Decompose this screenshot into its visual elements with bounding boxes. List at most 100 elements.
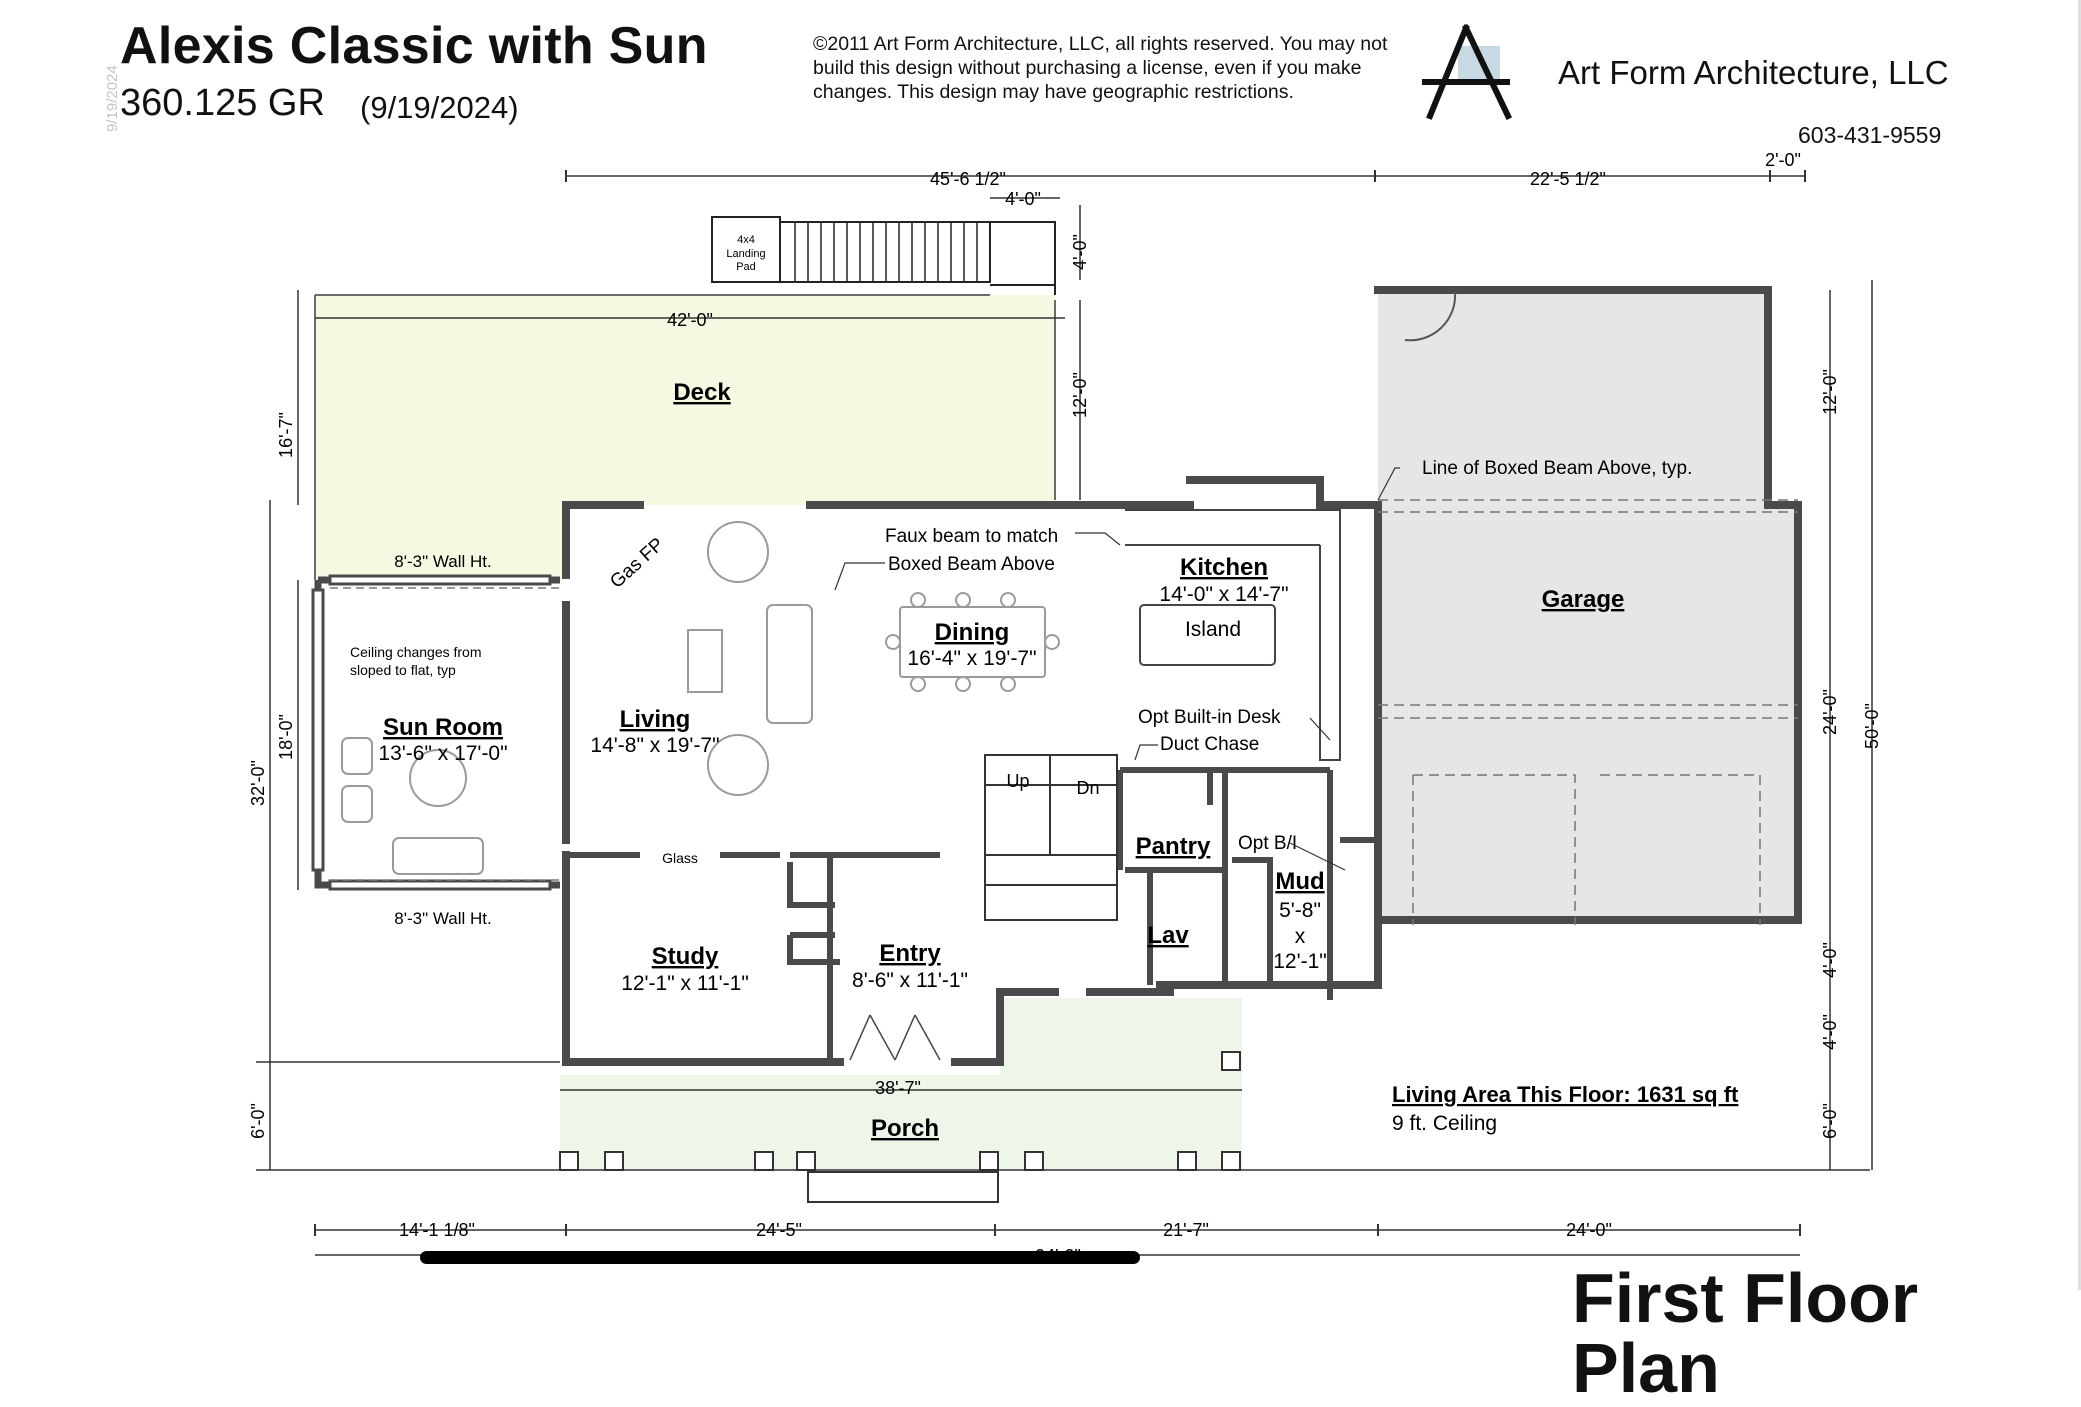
deck-stair bbox=[711, 216, 1056, 295]
entry-size: 8'-6" x 11'-1" bbox=[852, 969, 968, 992]
dim-bottom-1: 14'-1 1/8" bbox=[399, 1220, 475, 1240]
garage-door-swing bbox=[1404, 291, 1457, 342]
study-label: Study bbox=[652, 943, 719, 970]
plan-notes: Gas FP 8'-3" Wall Ht. 8'-3" Wall Ht. Cei… bbox=[350, 458, 1739, 1135]
firm-name: Art Form Architecture, LLC bbox=[1558, 54, 1949, 91]
plan-number: 360.125 GR bbox=[120, 82, 325, 124]
dim-garage-b3: 6'-0" bbox=[1820, 1103, 1840, 1139]
copyright-notice: ©2011 Art Form Architecture, LLC, all ri… bbox=[813, 32, 1433, 104]
dining-size: 16'-4" x 19'-7" bbox=[907, 647, 1036, 670]
dim-deck-width: 42'-0" bbox=[667, 310, 713, 330]
sunroom-size: 13'-6" x 17'-0" bbox=[378, 742, 507, 765]
gas-fp-note: Gas FP bbox=[606, 534, 668, 593]
sunroom-label: Sun Room bbox=[383, 714, 503, 741]
kitchen-size: 14'-0" x 14'-7" bbox=[1159, 583, 1288, 606]
dim-garage-mid: 24'-0" bbox=[1820, 689, 1840, 735]
dim-bottom-3: 21'-7" bbox=[1163, 1220, 1209, 1240]
deck-label: Deck bbox=[673, 379, 731, 406]
garage-beam-lines bbox=[1378, 499, 1798, 925]
island-label: Island bbox=[1185, 618, 1241, 641]
firm-phone: 603-431-9559 bbox=[1798, 122, 1942, 148]
copyright-line: changes. This design may have geographic… bbox=[813, 81, 1294, 103]
floor-plan-sheet: 9/19/2024 Alexis Classic with Sun 360.12… bbox=[104, 0, 2081, 1407]
dim-porch-width: 38'-7" bbox=[875, 1078, 921, 1098]
dim-stair-width: 4'-0" bbox=[1005, 189, 1041, 209]
wall-height-top: 8'-3" Wall Ht. bbox=[394, 552, 491, 571]
landing-pad-label: 4x4 bbox=[737, 234, 755, 246]
dim-left-total: 32'-0" bbox=[248, 760, 268, 806]
sunroom-windows bbox=[311, 574, 552, 891]
dim-deck-left: 16'-7" bbox=[276, 412, 296, 458]
living-furniture bbox=[687, 521, 813, 796]
living-label: Living bbox=[620, 706, 691, 733]
opt-bi-note: Opt B/I bbox=[1238, 833, 1297, 854]
dim-sunroom-depth: 18'-0" bbox=[276, 714, 296, 760]
opt-desk-note: Opt Built-in Desk bbox=[1138, 707, 1281, 728]
boxed-beam-note: Boxed Beam Above bbox=[888, 554, 1055, 575]
plan-title: Alexis Classic with Sun bbox=[120, 17, 708, 75]
exterior-walls bbox=[562, 286, 1802, 1066]
mud-size: 12'-1" bbox=[1273, 950, 1327, 973]
dim-garage-b2: 4'-0" bbox=[1820, 1014, 1840, 1050]
ceiling-note: Ceiling changes from bbox=[350, 644, 482, 660]
dining-label: Dining bbox=[935, 619, 1010, 646]
ceiling-note: sloped to flat, typ bbox=[350, 662, 456, 678]
dim-bottom-2: 24'-5" bbox=[756, 1220, 802, 1240]
leader-lines bbox=[834, 467, 1400, 871]
main-stairs bbox=[984, 754, 1118, 921]
dim-top-garage: 22'-5 1/2" bbox=[1530, 169, 1606, 189]
pantry-label: Pantry bbox=[1136, 833, 1211, 860]
living-size: 14'-8" x 19'-7" bbox=[590, 734, 719, 757]
sunroom-furniture bbox=[341, 737, 484, 875]
floor-plan: 4x4 Landing Pad bbox=[248, 150, 1882, 1266]
garage-area bbox=[1378, 290, 1798, 920]
faux-beam-note: Faux beam to match bbox=[885, 526, 1058, 547]
copyright-line: ©2011 Art Form Architecture, LLC, all ri… bbox=[813, 33, 1388, 55]
entry-label: Entry bbox=[879, 940, 941, 967]
wall-height-bottom: 8'-3" Wall Ht. bbox=[394, 909, 491, 928]
lav-label: Lav bbox=[1147, 922, 1189, 949]
dim-garage-b1: 4'-0" bbox=[1820, 942, 1840, 978]
mud-size: x bbox=[1295, 925, 1306, 948]
dim-top-right: 2'-0" bbox=[1765, 150, 1801, 170]
dim-porch-left: 6'-0" bbox=[248, 1103, 268, 1139]
sheet-title: First Floor Plan bbox=[1572, 1259, 1919, 1407]
entry-door-swing bbox=[849, 1014, 941, 1061]
dim-top-main: 45'-6 1/2" bbox=[930, 169, 1006, 189]
ceiling-height-note: 9 ft. Ceiling bbox=[1392, 1112, 1497, 1135]
stairs-up-label: Up bbox=[1006, 771, 1029, 791]
porch-walk bbox=[1000, 998, 1242, 1078]
firm-logo bbox=[1422, 24, 1512, 120]
landing-pad-label: Landing bbox=[726, 248, 765, 260]
mud-label: Mud bbox=[1275, 868, 1324, 895]
dining-table bbox=[885, 592, 1060, 692]
dim-garage-top: 12'-0" bbox=[1820, 369, 1840, 415]
porch-label: Porch bbox=[871, 1115, 939, 1142]
living-area-note: Living Area This Floor: 1631 sq ft bbox=[1392, 1082, 1739, 1107]
porch-area bbox=[560, 1075, 1242, 1170]
copyright-line: build this design without purchasing a l… bbox=[813, 57, 1362, 79]
porch-posts bbox=[559, 1051, 1241, 1171]
glass-note: Glass bbox=[662, 850, 698, 866]
deck-area bbox=[315, 295, 1055, 580]
boxed-beam-line-note: Line of Boxed Beam Above, typ. bbox=[1422, 458, 1692, 479]
page-edge bbox=[2078, 0, 2081, 1290]
study-size: 12'-1" x 11'-1" bbox=[621, 972, 749, 995]
duct-chase-note: Duct Chase bbox=[1160, 734, 1259, 755]
mud-size: 5'-8" bbox=[1279, 899, 1321, 922]
deck-outline bbox=[314, 294, 1056, 580]
interior-walls bbox=[566, 767, 1378, 1062]
dim-stair-depth: 4'-0" bbox=[1070, 234, 1090, 270]
stairs-down-label: Dn bbox=[1076, 778, 1099, 798]
kitchen-label: Kitchen bbox=[1180, 554, 1268, 581]
kitchen-counters bbox=[1125, 509, 1341, 761]
room-sizes: 13'-6" x 17'-0" 14'-8" x 19'-7" 16'-4" x… bbox=[378, 583, 1326, 995]
room-labels: Deck Sun Room Living Dining Kitchen Gara… bbox=[383, 379, 1624, 1142]
horizontal-scrollbar[interactable] bbox=[420, 1251, 1140, 1264]
stair-treads bbox=[794, 222, 978, 282]
plan-date: (9/19/2024) bbox=[360, 90, 519, 125]
porch-steps bbox=[807, 1171, 999, 1203]
dim-deck-depth: 12'-0" bbox=[1070, 372, 1090, 418]
landing-pad-label: Pad bbox=[736, 261, 756, 273]
dim-right-total: 50'-0" bbox=[1862, 703, 1882, 749]
